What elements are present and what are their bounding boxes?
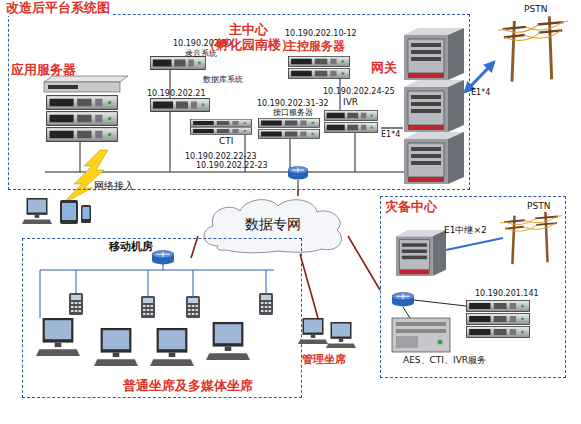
node-label: 灾备中心 [385, 200, 445, 215]
industrial-pc [392, 318, 450, 352]
node-sublabel: IVR [343, 97, 373, 107]
cti-server: CTI 10.190.202.22-23 [183, 119, 263, 163]
server-icon [44, 76, 128, 141]
lightning-symbol [62, 150, 108, 204]
node-label: 10.190.202.10-12 [285, 29, 365, 38]
utility-pole [498, 16, 568, 81]
link-line [348, 236, 380, 290]
dr-server: 10.190.201.141AES、CTI、IVR服务 [387, 289, 559, 373]
server-icon [259, 118, 320, 127]
app-server: 应用服务器 [11, 63, 127, 149]
node-label: 10.190.201.141 [475, 289, 559, 298]
annotation-label: E1中继×2 [444, 225, 487, 235]
server-icon [191, 119, 252, 126]
server-icon [289, 68, 350, 78]
node-label: 管理坐席 [302, 354, 362, 367]
link-line [300, 254, 318, 318]
master-server: 10.190.202.10-12主控服务器 [281, 29, 359, 81]
gateway-cabinet [404, 28, 464, 80]
server-icon [151, 99, 210, 112]
lan-wire [40, 264, 274, 318]
phone-icon [141, 296, 155, 318]
link-line [297, 190, 299, 196]
server-icon [467, 327, 530, 338]
annotation-label: 10.190.202.22-23 [196, 161, 268, 170]
main-center-zone: 应用服务器10.190.202.30;录音系统10.190.202.10-12主… [8, 14, 470, 190]
server-icon [467, 301, 530, 312]
node-sublabel: 接口服务器 [273, 108, 323, 117]
node-label: 10.190.202.31-32 [257, 99, 331, 108]
pc-icon [326, 322, 356, 348]
link-label: E1*4 [471, 88, 490, 97]
agent-zone: 移动机房普通坐席及多媒体坐席 [22, 238, 302, 398]
database-server: 数据库系统 10.190.202.21 [147, 75, 259, 117]
link-line [191, 236, 198, 258]
link-arrow [465, 62, 494, 92]
mobile-room: 移动机房 [109, 241, 191, 271]
disaster-center-zone: PSTN 10.190.201.141AES、CTI、IVR服务 灾备中心 [380, 196, 566, 378]
server-icon [324, 122, 377, 132]
node-label: CTI [219, 136, 249, 146]
node-label: 10.190.202.24-25 [323, 87, 399, 96]
lan-wire [403, 300, 466, 318]
phone-icon [259, 293, 273, 315]
pc-icon [150, 328, 194, 366]
router-icon [392, 293, 414, 307]
trunk-wire [446, 238, 503, 250]
tablet-icon [60, 200, 91, 224]
node-label: 普通坐席及多媒体坐席 [123, 379, 273, 394]
node-label: 网关 [371, 61, 401, 76]
server-icon [191, 127, 252, 134]
management-seat: 管理坐席 [294, 318, 356, 370]
pstn: PSTN [495, 201, 565, 265]
server-icon [324, 110, 377, 120]
node-label: 主中心 （孵化园南楼） [199, 23, 297, 53]
pc-icon [94, 328, 138, 366]
router-icon [288, 167, 308, 180]
node-sublabel: 10.190.202.21 [147, 89, 217, 98]
gateway-cabinet [396, 230, 446, 276]
pc-icon [206, 322, 250, 360]
node-label: 移动机房 [109, 241, 169, 254]
gateway: 网关 [403, 29, 465, 187]
gateway-cabinet [404, 132, 464, 184]
interface-server: 10.190.202.31-32接口服务器 [253, 99, 325, 141]
server-icon [289, 56, 350, 66]
node-label: PSTN [524, 4, 564, 14]
utility-pole [500, 212, 562, 264]
link-line [381, 127, 403, 128]
node-label: 数据库系统 [203, 75, 259, 84]
link-label: E1*4 [381, 130, 400, 139]
pc-icon [36, 318, 80, 356]
pstn: PSTN [494, 4, 568, 84]
router-icon [152, 251, 174, 265]
node-sublabel: AES、CTI、IVR服务 [403, 355, 553, 365]
node-sublabel: 主控服务器 [285, 40, 365, 54]
server-icon [150, 57, 205, 70]
pc-icon [298, 318, 328, 344]
node-label: 应用服务器 [11, 63, 101, 78]
data-network-cloud: 数据专网 [198, 196, 348, 254]
phone-icon [69, 293, 83, 315]
node-label: 数据专网 [198, 216, 348, 232]
node-label: PSTN [527, 201, 563, 211]
ivr-server: 10.190.202.24-25IVR [323, 87, 381, 137]
server-icon [467, 314, 530, 325]
node-sublabel: 10.190.202.22-23 [185, 152, 265, 161]
gateway-cabinet [404, 80, 464, 132]
phone-icon [186, 296, 200, 318]
pc-icon [22, 198, 52, 224]
server-icon [259, 129, 320, 138]
